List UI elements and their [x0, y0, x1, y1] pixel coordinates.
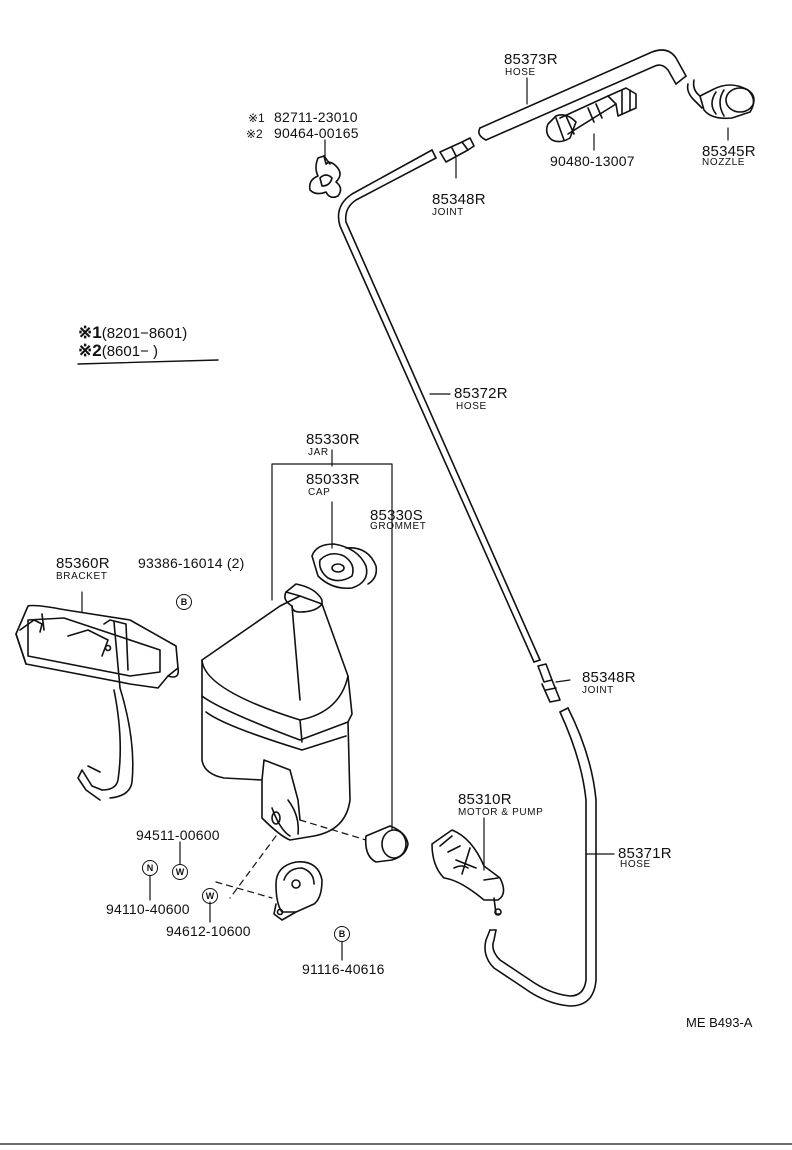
- washer1-symbol: W: [172, 864, 188, 880]
- hose-85372r-desc: HOSE: [456, 401, 487, 412]
- nozzle-part: 85345R: [702, 143, 756, 160]
- bracket-desc: BRACKET: [56, 571, 108, 582]
- hose-85371r: [484, 707, 597, 1007]
- jar-part: 85330R: [306, 431, 360, 448]
- legend-underline: [77, 359, 219, 365]
- legend1-range: (8201−8601): [101, 325, 188, 342]
- bracket-85360r: [15, 604, 180, 801]
- note2-mark: ※2: [246, 127, 263, 141]
- grommet-desc: GROMMET: [370, 521, 427, 532]
- jar-desc: JAR: [308, 447, 329, 458]
- hose-85372r: [337, 149, 541, 663]
- legend2: ※2(8601− ): [78, 342, 158, 359]
- grommet-part: 85330S: [370, 507, 423, 524]
- joint-top-85348r: [439, 137, 475, 163]
- motor-desc: MOTOR & PUMP: [458, 807, 544, 818]
- cap-85033r: [311, 543, 378, 590]
- legend1: ※1(8201−8601): [78, 324, 187, 341]
- nut-part: 94110-40600: [106, 901, 190, 917]
- legend1-mark: ※1: [78, 323, 102, 342]
- washer2-symbol: W: [202, 888, 218, 904]
- motor-part: 85310R: [458, 791, 512, 808]
- jar-85330r: [201, 583, 353, 841]
- legend2-range: (8601− ): [101, 343, 158, 360]
- joint-mid-part: 85348R: [582, 669, 636, 686]
- cap-desc: CAP: [308, 487, 331, 498]
- bolt-part: 93386-16014 (2): [138, 555, 245, 571]
- joint-mid-85348r: [537, 663, 561, 703]
- joint-mid-desc: JOINT: [582, 685, 614, 696]
- hose-85373r-part: 85373R: [504, 51, 558, 68]
- joint-top-desc: JOINT: [432, 207, 464, 218]
- bracket-part: 85360R: [56, 555, 110, 572]
- fitting-part: 90480-13007: [550, 153, 635, 169]
- motor-pump-85310r: [431, 829, 505, 916]
- leader-lines: [81, 77, 729, 961]
- washer2-part: 94612-10600: [166, 923, 251, 939]
- note1-part: 82711-23010: [274, 109, 358, 125]
- dashed-assembly-lines: [215, 819, 367, 899]
- hose-85372r-part: 85372R: [454, 385, 508, 402]
- hose-85373r: [478, 49, 687, 141]
- grommet-85330s: [364, 825, 409, 863]
- legend2-mark: ※2: [78, 341, 102, 360]
- cap-part: 85033R: [306, 471, 360, 488]
- note1-mark: ※1: [248, 111, 265, 125]
- nut-symbol: N: [142, 860, 158, 876]
- bolt-symbol: B: [176, 594, 192, 610]
- note2-part: 90464-00165: [274, 125, 359, 141]
- nozzle-desc: NOZZLE: [702, 157, 746, 168]
- hose-85373r-desc: HOSE: [505, 67, 536, 78]
- jar-callout-lines: [271, 449, 393, 831]
- fitting-90480-13007: [545, 87, 637, 143]
- nozzle-85345r: [686, 79, 755, 120]
- drawing-code: ME B493-A: [686, 1015, 753, 1030]
- motor-clamp: [273, 861, 323, 921]
- bolt2-symbol: B: [334, 926, 350, 942]
- joint-top-part: 85348R: [432, 191, 486, 208]
- clip-82711: [308, 155, 342, 199]
- bolt2-part: 91116-40616: [302, 961, 385, 977]
- hose-85371r-part: 85371R: [618, 845, 672, 862]
- hose-85371r-desc: HOSE: [620, 859, 651, 870]
- washer1-part: 94511-00600: [136, 827, 220, 843]
